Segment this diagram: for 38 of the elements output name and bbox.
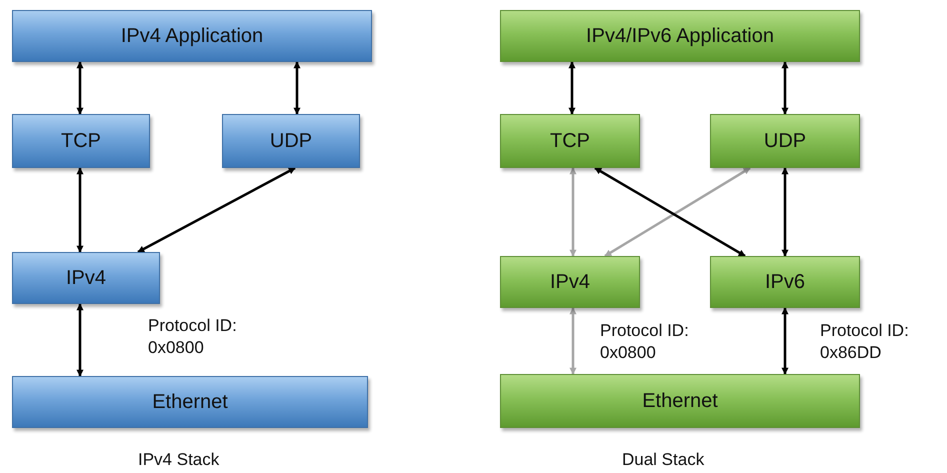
double-arrow (782, 167, 788, 257)
box-label: TCP (61, 130, 101, 152)
protocol-box (710, 114, 860, 168)
double-arrow (782, 61, 788, 115)
note-text: IPv4 Stack (138, 449, 220, 471)
protocol-box (500, 10, 860, 62)
note-text: Protocol ID: 0x86DD (820, 320, 910, 364)
double-arrow (782, 307, 788, 375)
protocol-box (500, 114, 640, 168)
box-label: IPv4 (550, 270, 590, 294)
box-label: Ethernet (152, 390, 228, 414)
note-text: Protocol ID: 0x0800 (148, 315, 238, 359)
double-arrow (570, 307, 576, 375)
double-arrow (570, 167, 576, 257)
box-label: UDP (270, 130, 312, 152)
protocol-box (12, 10, 372, 62)
note-text: Dual Stack (622, 449, 706, 471)
protocol-box (12, 376, 368, 428)
double-arrow (76, 303, 84, 377)
double-arrow (137, 166, 296, 254)
double-arrow (294, 61, 300, 115)
double-arrow (568, 61, 576, 115)
protocol-box (222, 114, 360, 168)
note-text: Protocol ID: 0x0800 (600, 320, 690, 364)
box-label: IPv6 (764, 270, 806, 294)
protocol-box (12, 114, 150, 168)
protocol-box (12, 252, 160, 304)
double-arrow (76, 61, 84, 115)
box-label: IPv4 (66, 266, 106, 290)
protocol-box (500, 256, 640, 308)
box-label: UDP (764, 130, 806, 152)
box-label: Ethernet (642, 390, 718, 412)
double-arrow (76, 167, 84, 253)
box-label: IPv4 Application (120, 24, 264, 48)
box-label: IPv4/IPv6 Application (586, 24, 774, 48)
protocol-box (500, 374, 860, 428)
protocol-box (710, 256, 860, 308)
box-label: TCP (550, 130, 590, 152)
